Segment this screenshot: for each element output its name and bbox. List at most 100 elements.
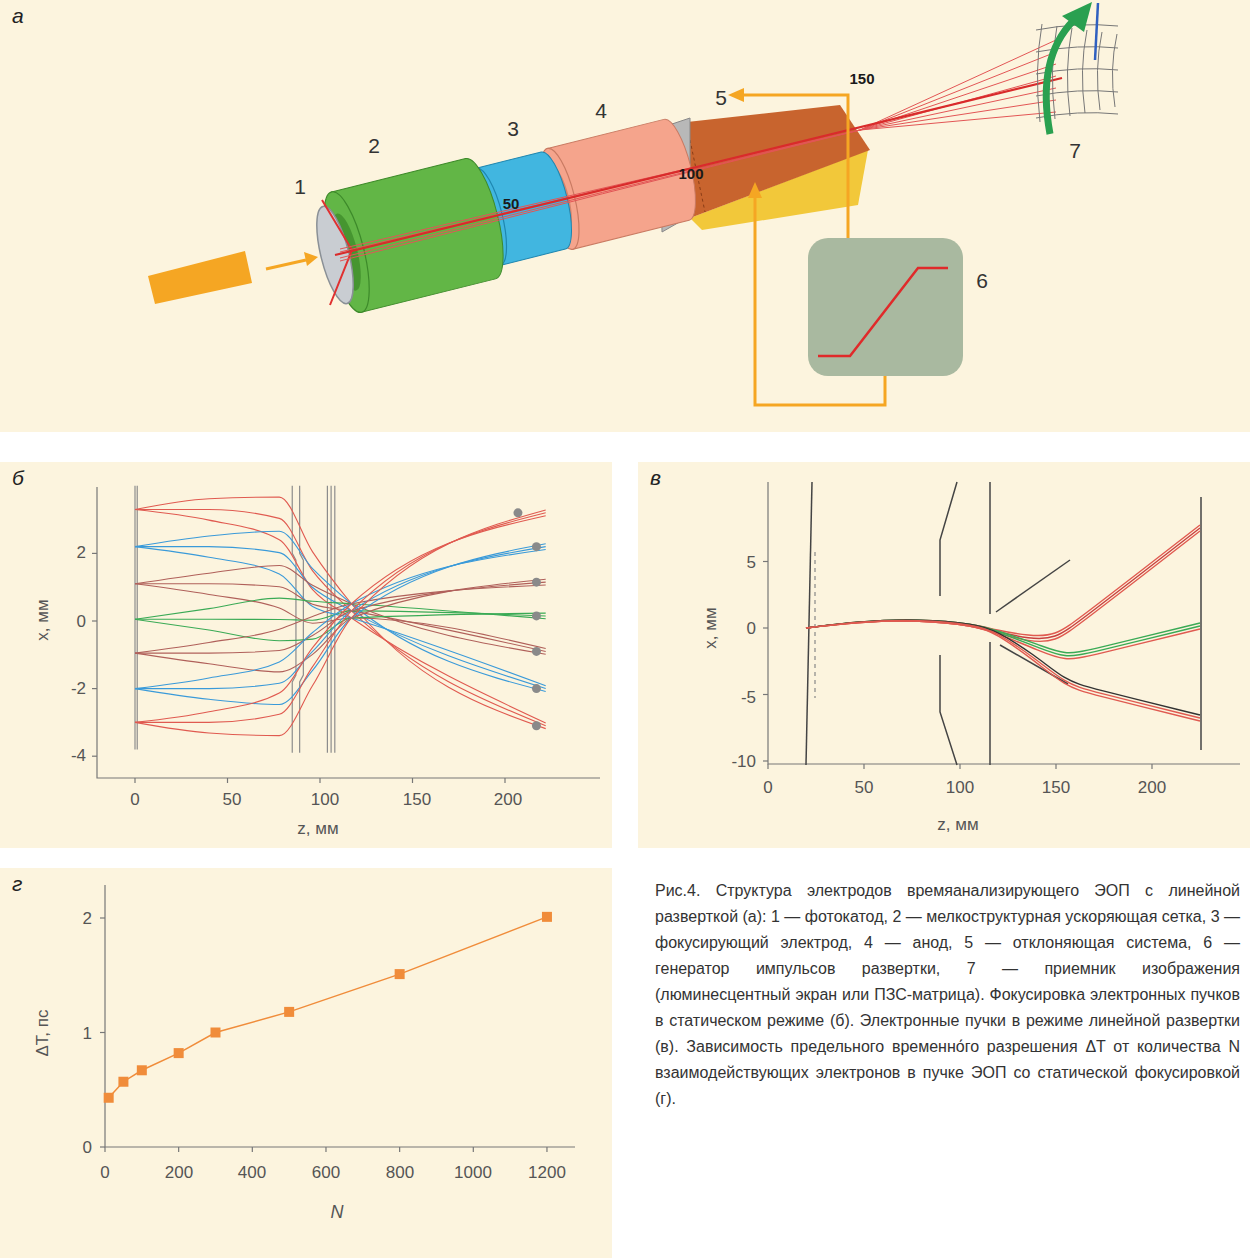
tick-label: -5 (741, 689, 756, 706)
electron-beam (340, 130, 860, 261)
sweep-mode-plot (767, 764, 768, 769)
resolution-chart (252, 1147, 253, 1152)
image-point (513, 508, 522, 517)
tick-label: 0 (100, 1164, 109, 1181)
electron-ray (135, 497, 546, 735)
electron-ray (135, 547, 546, 689)
tick-label: 400 (238, 1164, 266, 1181)
tick-label: -10 (731, 753, 756, 770)
image-point (532, 647, 541, 656)
resolution-chart (473, 1147, 474, 1152)
sweep-generator (808, 238, 963, 376)
static-focusing-plot (92, 553, 97, 554)
electron-ray (135, 584, 546, 652)
electron-ray (135, 547, 546, 689)
scale-mark: 100 (678, 166, 703, 181)
resolution-chart (104, 1147, 105, 1152)
electron-beam (860, 52, 1056, 130)
electrode-outline (940, 655, 957, 765)
sweep-mode-plot (763, 694, 768, 695)
electron-ray (135, 531, 546, 691)
static-focusing-plot (92, 756, 97, 757)
electron-ray (135, 516, 546, 723)
data-marker (395, 969, 405, 979)
tick-label: 5 (747, 554, 756, 571)
tick-label: 100 (311, 791, 339, 808)
panel-letter: в (638, 462, 673, 494)
resolution-chart (178, 1147, 179, 1152)
electron-ray (135, 549, 546, 688)
callout-number: 2 (368, 135, 380, 156)
figure-panel: а (0, 0, 1250, 432)
sweep-mode-plot (863, 764, 864, 769)
axis-title: x, мм (34, 599, 51, 640)
light-arrow (304, 252, 318, 266)
panel-letter: г (0, 868, 34, 900)
data-marker (542, 912, 552, 922)
light-arrow (266, 260, 306, 269)
electron-ray (135, 509, 546, 722)
image-receiver (1062, 2, 1092, 32)
tick-label: 1200 (528, 1164, 566, 1181)
static-focusing-plot (134, 778, 135, 783)
tick-label: 0 (77, 613, 86, 630)
scale-mark: 50 (503, 196, 520, 211)
sweep-feed-line (748, 182, 762, 198)
resolution-chart (100, 1146, 105, 1147)
resolution-chart (546, 1147, 547, 1152)
electron-beam (806, 531, 1200, 641)
electrode-outline (806, 482, 812, 765)
electrode-outline (1200, 497, 1202, 750)
laser-source (148, 251, 252, 304)
laser-source (148, 251, 252, 304)
data-line (109, 917, 547, 1098)
tick-label: 50 (223, 791, 242, 808)
axis-title: x, мм (702, 607, 719, 648)
sweep-mode-plot (763, 627, 768, 628)
panel-background (0, 462, 612, 848)
electron-beam (806, 525, 1200, 636)
electron-beam (806, 621, 1200, 718)
sweep-mode-plot (1055, 764, 1056, 769)
resolution-chart (100, 885, 575, 1152)
tick-label: 1 (83, 1025, 92, 1042)
tick-label: 0 (763, 779, 772, 796)
axis-title: N (331, 1203, 344, 1221)
electrode-outline (814, 552, 815, 698)
electrode-outline (989, 482, 991, 614)
sweep-mode-plot (763, 482, 1240, 769)
resolution-chart (325, 1147, 326, 1152)
resolution-chart (100, 917, 105, 918)
callout-number: 6 (976, 270, 988, 291)
electrode-outline (806, 482, 1201, 765)
electrode-outline (134, 486, 135, 750)
image-receiver (1112, 34, 1117, 107)
panel-background (0, 0, 1250, 432)
tick-label: 800 (386, 1164, 414, 1181)
tick-label: 2 (77, 544, 86, 561)
resolution-chart (399, 1147, 400, 1152)
callout-number: 3 (507, 118, 519, 139)
electron-ray (135, 510, 546, 736)
tick-label: 150 (1042, 779, 1070, 796)
electrode-outline (940, 482, 957, 596)
callout-number: 1 (294, 176, 306, 197)
scale-mark: 150 (849, 71, 874, 86)
sweep-mode-plot (768, 482, 1240, 764)
electron-beam (806, 621, 1200, 721)
electron-beam (806, 620, 1200, 715)
tick-label: 50 (855, 779, 874, 796)
image-receiver (1097, 32, 1102, 110)
electron-ray (135, 582, 546, 653)
sweep-mode-plot (1151, 764, 1152, 769)
sweep-feed-line (728, 88, 885, 405)
electrode-outline (331, 486, 332, 753)
sweep-mode-plot (763, 561, 768, 562)
axis-title: ΔT, пс (34, 1009, 51, 1056)
electrode-outline (137, 486, 138, 750)
electron-ray (135, 566, 546, 655)
image-point (532, 542, 541, 551)
data-marker (137, 1065, 147, 1075)
axis-title: z, мм (937, 816, 978, 833)
